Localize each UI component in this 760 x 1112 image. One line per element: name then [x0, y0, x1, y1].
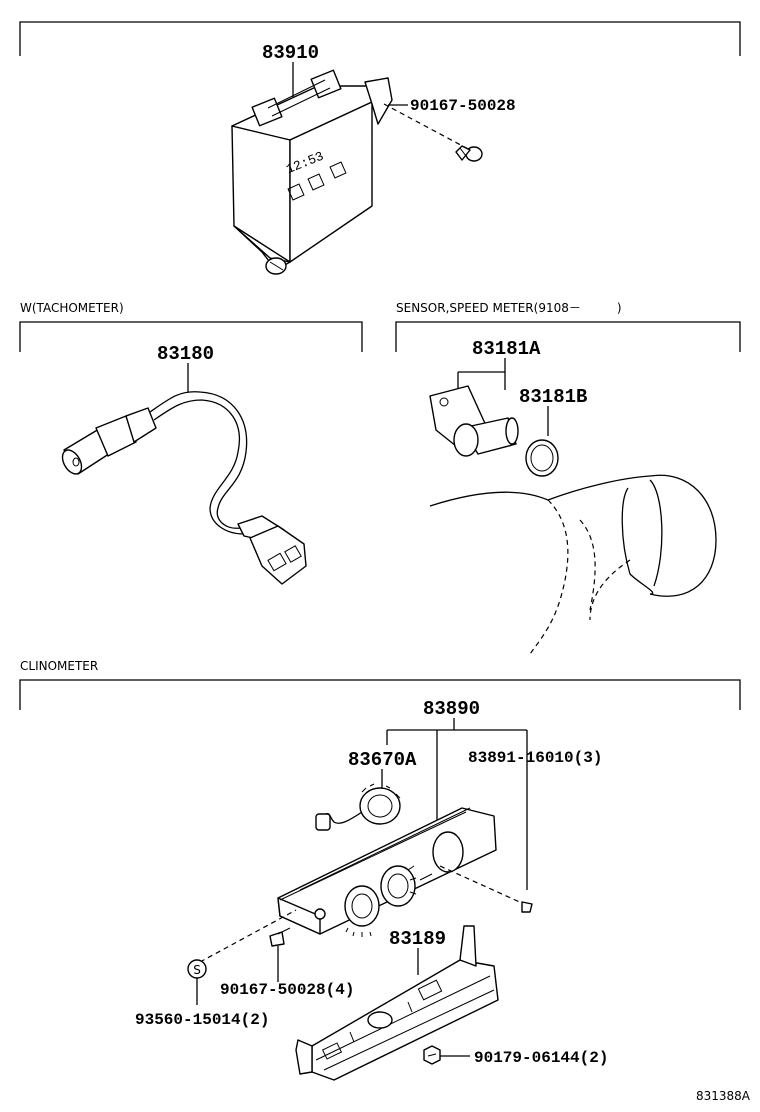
- diagram-code: 831388A: [696, 1089, 751, 1103]
- section-label-speed-sensor: SENSOR,SPEED METER(9108－ ): [396, 301, 622, 315]
- section-bracket-tachometer: [19, 321, 363, 352]
- nut-90179: [423, 1045, 441, 1065]
- part-number-83181B: 83181B: [519, 386, 587, 408]
- section-label-clinometer: CLINOMETER: [20, 659, 98, 673]
- transmission-housing: [429, 474, 717, 655]
- part-number-83180: 83180: [157, 343, 214, 365]
- part-number-90167-top: 90167-50028: [410, 97, 516, 115]
- part-number-90167-bottom: 90167-50028(4): [220, 981, 354, 999]
- bracket-83189: [295, 925, 499, 1081]
- o-ring-83181B: [525, 439, 559, 477]
- bolt-axis-bottom: [199, 909, 297, 963]
- control-module-83910: 12:53: [231, 69, 393, 275]
- part-number-93560: 93560-15014(2): [135, 1011, 269, 1029]
- leader-83890: [386, 718, 528, 890]
- gauge-83670A: [315, 783, 401, 831]
- screw-axis-83891: [439, 865, 525, 905]
- section-label-tachometer: W(TACHOMETER): [20, 301, 124, 315]
- clinometer-panel-83890: [277, 807, 497, 937]
- section-bracket-clinometer: [19, 679, 741, 710]
- section-bracket-top: [19, 21, 741, 56]
- part-number-83910: 83910: [262, 42, 319, 64]
- bolt-axis-top: [383, 103, 471, 151]
- tachometer-sensor-83180: [61, 391, 307, 585]
- section-bracket-speed-sensor: [395, 321, 741, 352]
- section-module: 83910 12:53 90167-50028: [19, 21, 741, 275]
- part-number-83189: 83189: [389, 928, 446, 950]
- part-number-90179: 90179-06144(2): [474, 1049, 608, 1067]
- bolt-90167-bottom: [269, 927, 291, 947]
- section-clinometer: CLINOMETER 83890 83670A 83891-16010(3): [19, 659, 741, 1081]
- part-number-83891: 83891-16010(3): [468, 749, 602, 767]
- screw-83891: [521, 901, 533, 913]
- bolt-90167-top: [455, 145, 483, 162]
- speed-sensor-83181A: [429, 385, 519, 457]
- section-tachometer: W(TACHOMETER) 83180: [19, 301, 363, 585]
- part-number-83890: 83890: [423, 698, 480, 720]
- s-marker: S: [187, 959, 207, 979]
- s-marker-label: S: [193, 963, 201, 977]
- section-speed-sensor: SENSOR,SPEED METER(9108－ ) 83181A 83181B: [395, 301, 741, 655]
- part-number-83670A: 83670A: [348, 749, 417, 771]
- part-number-83181A: 83181A: [472, 338, 541, 360]
